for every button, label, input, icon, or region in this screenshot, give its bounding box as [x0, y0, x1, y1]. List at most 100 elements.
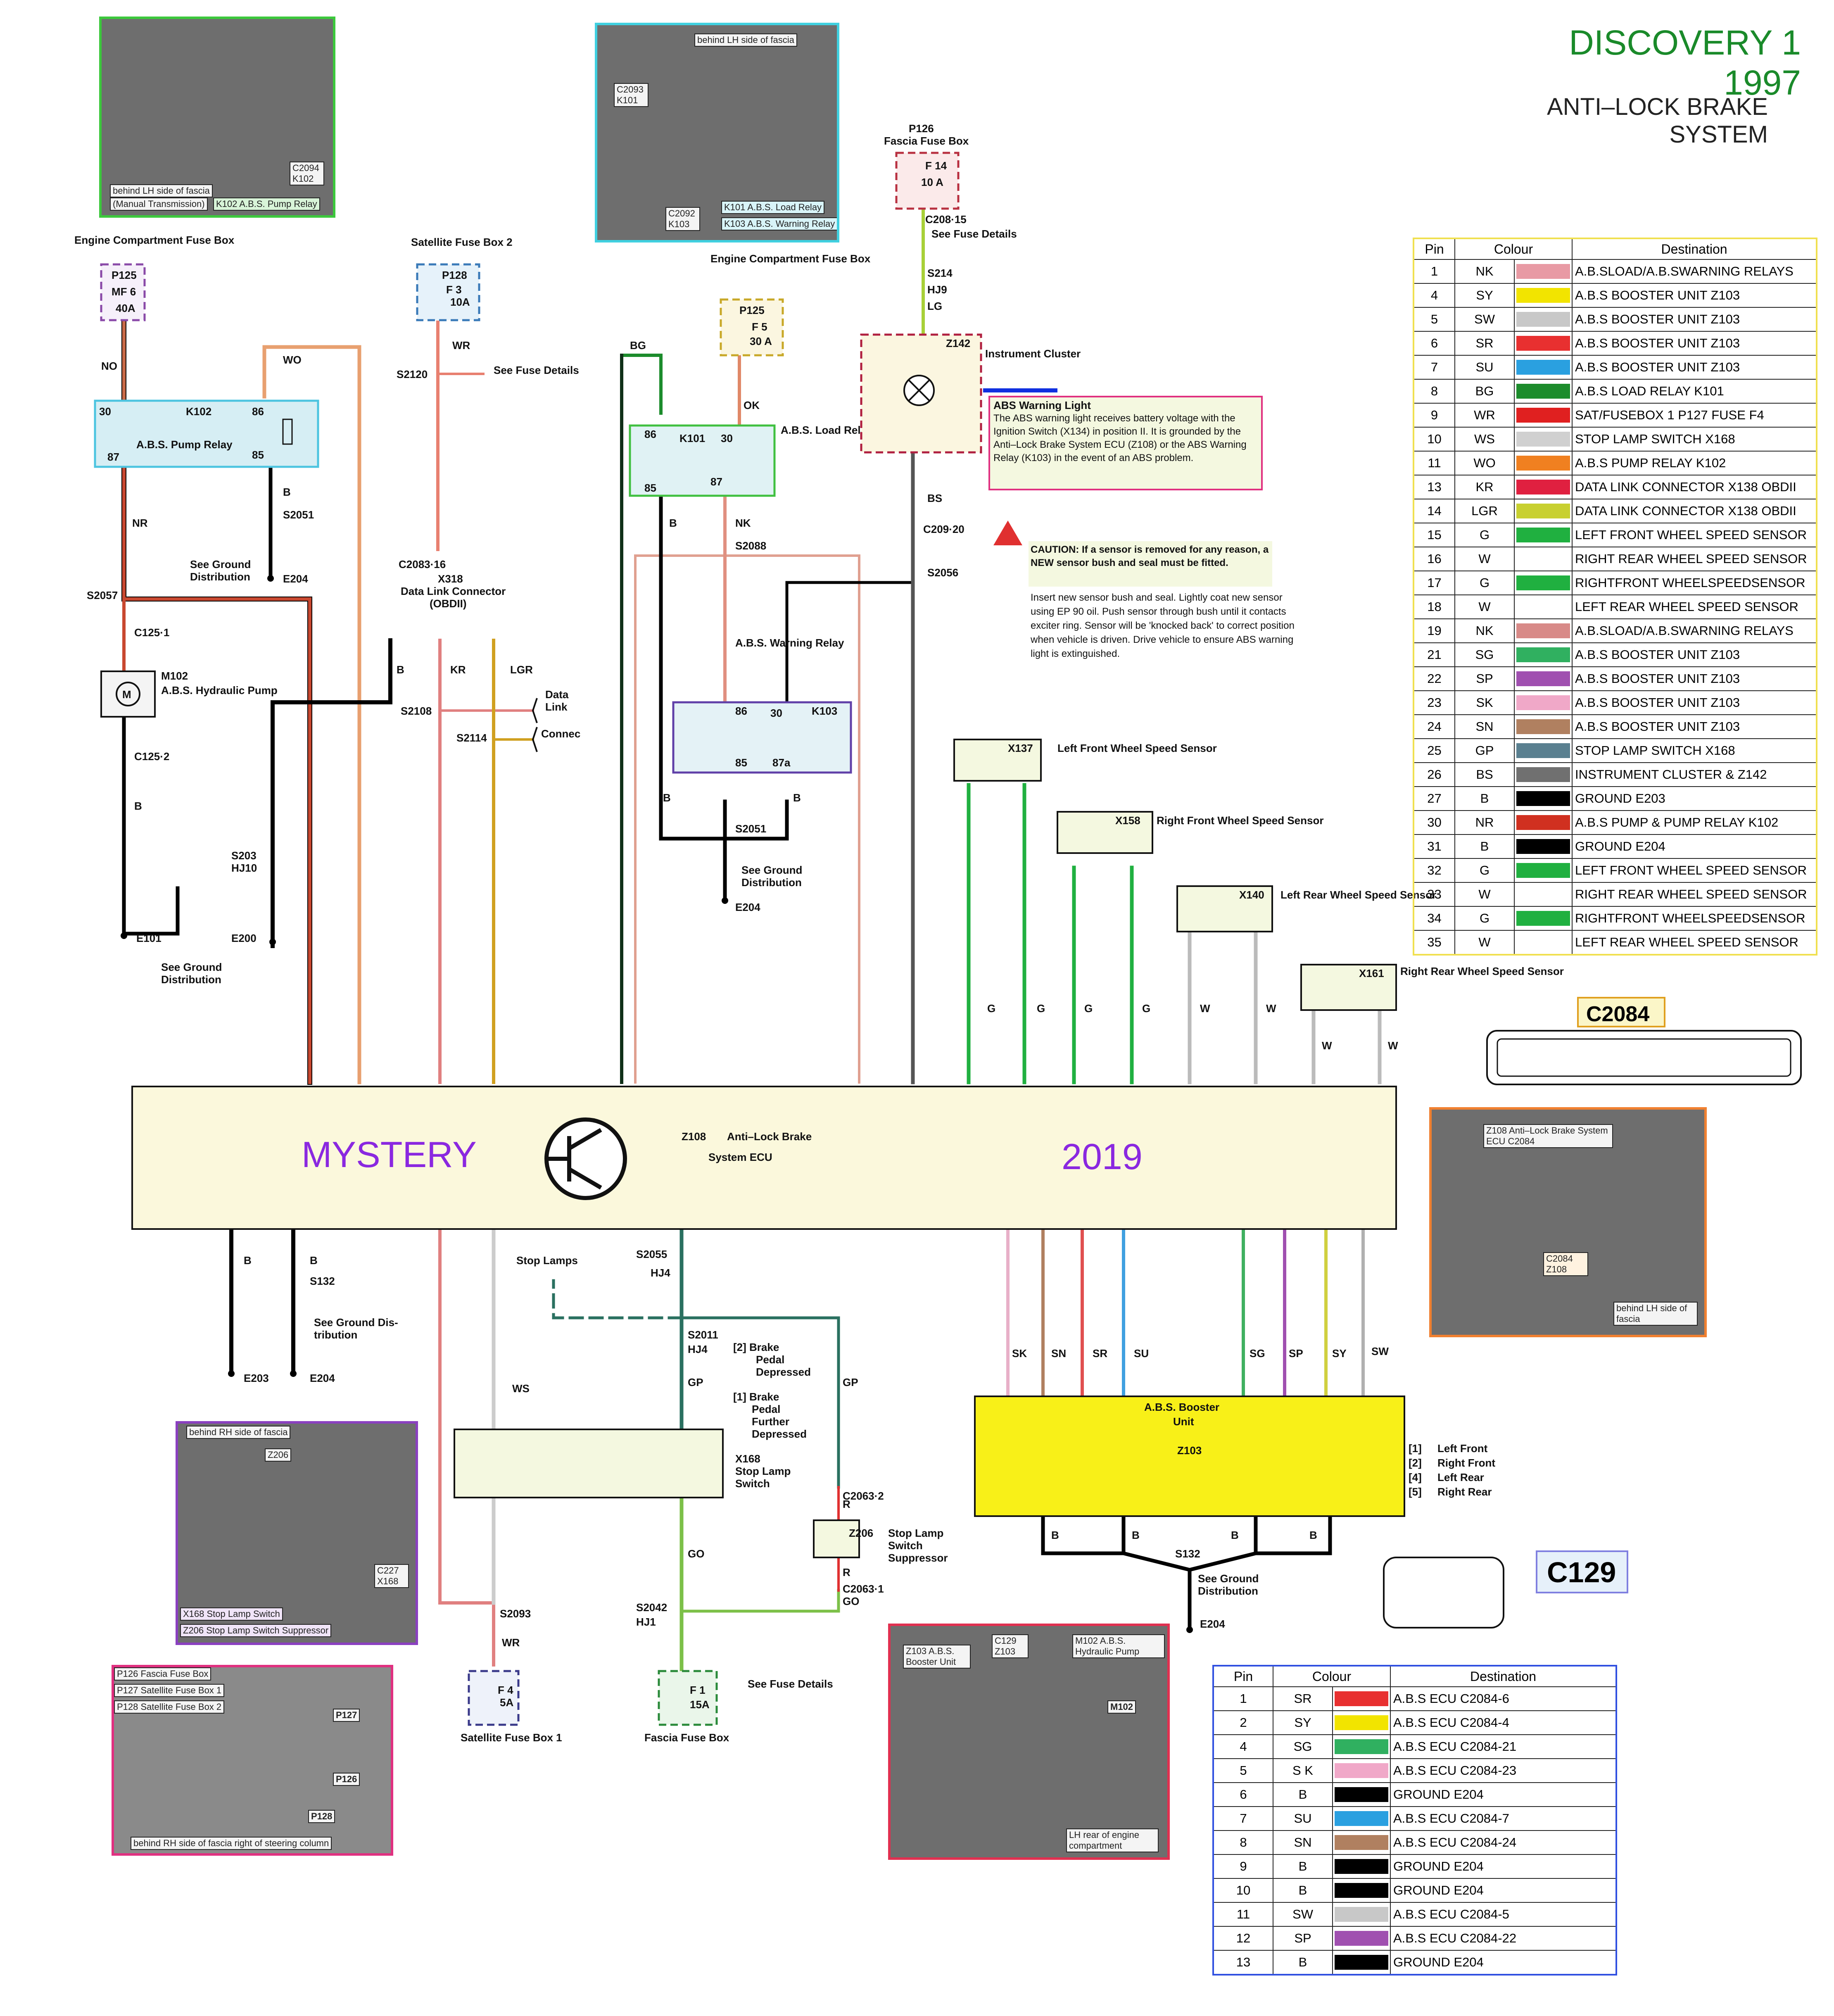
k102-relay-box: [94, 399, 319, 468]
label-see-ground-5b: Distribution: [1198, 1585, 1258, 1597]
pin-cell: 22: [1413, 666, 1455, 691]
label-su: SU: [1134, 1347, 1149, 1360]
pin-cell: 34: [1413, 906, 1455, 931]
pin-cell: 5: [1413, 307, 1455, 332]
fuse-p127-f4: [468, 1670, 520, 1726]
pin-cell: 17: [1413, 571, 1455, 595]
pin-cell: 1: [1413, 259, 1455, 284]
colour-code-cell: LGR: [1454, 499, 1515, 523]
colour-swatch: [1516, 911, 1570, 926]
label-b-b2: B: [1132, 1529, 1140, 1541]
pin-cell: 32: [1413, 858, 1455, 883]
photo5-caption-f: P128: [308, 1810, 335, 1823]
legend-lr: [4]: [1409, 1471, 1422, 1483]
c2084-header-destination: Destination: [1572, 238, 1817, 260]
colour-swatch-cell: [1514, 331, 1573, 356]
colour-swatch: [1516, 719, 1570, 734]
ground-e203: [228, 1370, 235, 1377]
pin-cell: 21: [1413, 642, 1455, 667]
colour-swatch-cell: [1514, 547, 1573, 571]
colour-swatch-cell: [1514, 930, 1573, 955]
colour-code-cell: SY: [1454, 283, 1515, 308]
wire-b-c2083-4: [271, 638, 392, 948]
wire-stop-lamps: [552, 1279, 683, 1319]
pin-cell: 7: [1213, 1806, 1273, 1831]
label-s2011: S2011: [688, 1329, 718, 1341]
pin-cell: 6: [1213, 1782, 1273, 1807]
label-c125-2: C125·2: [134, 750, 169, 763]
destination-cell: A.B.SLOAD/A.B.SWARNING RELAYS: [1572, 618, 1817, 643]
label-go2: GO: [843, 1595, 859, 1607]
label-hj4: HJ4: [651, 1267, 670, 1279]
photo5-caption-d: P127: [333, 1709, 360, 1722]
photo5-caption-c: P128 Satellite Fuse Box 2: [114, 1700, 225, 1714]
label-no: NO: [101, 360, 117, 372]
k103-pin85: 85: [735, 756, 747, 769]
z206-id: Z206: [849, 1527, 873, 1539]
destination-cell: A.B.SLOAD/A.B.SWARNING RELAYS: [1572, 259, 1817, 284]
label-g1: G: [987, 1002, 995, 1015]
colour-swatch-cell: [1514, 427, 1573, 452]
colour-swatch: [1516, 552, 1570, 566]
label-brake-2b: Pedal: [756, 1353, 784, 1366]
colour-code-cell: SR: [1454, 331, 1515, 356]
destination-cell: DATA LINK CONNECTOR X138 OBDII: [1572, 475, 1817, 499]
booster-title: A.B.S. Booster: [1144, 1401, 1219, 1413]
label-c2063-1: C2063·1: [843, 1583, 884, 1595]
destination-cell: STOP LAMP SWITCH X168: [1572, 427, 1817, 452]
pin-cell: 14: [1413, 499, 1455, 523]
pin-cell: 11: [1413, 451, 1455, 475]
legend-lf: [1]: [1409, 1442, 1422, 1455]
fuse-p126-f1: [658, 1670, 718, 1726]
label-s2051-b: S2051: [735, 823, 766, 835]
colour-code-cell: G: [1454, 571, 1515, 595]
destination-cell: DATA LINK CONNECTOR X138 OBDII: [1572, 499, 1817, 523]
colour-swatch: [1335, 1715, 1388, 1730]
ecu-name1: Anti–Lock Brake: [727, 1130, 812, 1143]
colour-code-cell: NK: [1454, 618, 1515, 643]
colour-code-cell: B: [1273, 1878, 1333, 1903]
colour-swatch-cell: [1514, 786, 1573, 811]
watermark-right: 2019: [1062, 1136, 1143, 1177]
abs-warning-title: ABS Warning Light: [993, 399, 1091, 411]
p126-title: Fascia Fuse Box: [884, 135, 969, 147]
label-s2055: S2055: [636, 1248, 667, 1260]
colour-code-cell: SN: [1454, 714, 1515, 739]
ecu-name2: System ECU: [708, 1151, 772, 1163]
destination-cell: A.B.S BOOSTER UNIT Z103: [1572, 690, 1817, 715]
colour-code-cell: SU: [1273, 1806, 1333, 1831]
colour-swatch: [1516, 336, 1570, 351]
colour-code-cell: SW: [1454, 307, 1515, 332]
colour-swatch-cell: [1332, 1806, 1391, 1831]
label-c209-20: C209·20: [923, 523, 965, 535]
booster-title2: Unit: [1173, 1415, 1194, 1428]
x168-title2: Switch: [735, 1477, 770, 1490]
k102-pin30: 30: [99, 405, 111, 418]
label-s132: S132: [310, 1275, 335, 1287]
p125a-title: Engine Compartment Fuse Box: [74, 234, 235, 246]
destination-cell: LEFT FRONT WHEEL SPEED SENSOR: [1572, 523, 1817, 547]
colour-swatch-cell: [1514, 810, 1573, 835]
label-e204-b: E204: [735, 901, 760, 913]
label-b-k102: B: [283, 486, 291, 498]
abs-warning-note: ABS Warning Light The ABS warning light …: [993, 399, 1258, 465]
colour-swatch-cell: [1514, 738, 1573, 763]
label-wr2: WR: [502, 1636, 520, 1649]
colour-swatch-cell: [1332, 1950, 1391, 1975]
label-s132-b: S132: [1175, 1548, 1200, 1560]
colour-swatch-cell: [1514, 858, 1573, 883]
p126b-title: Fascia Fuse Box: [644, 1731, 729, 1744]
